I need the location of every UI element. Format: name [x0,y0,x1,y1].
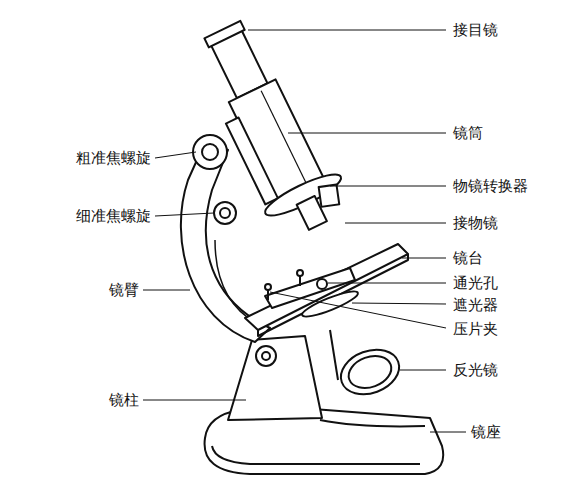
part-label: 镜柱 [108,391,140,409]
part-label: 反光镜 [452,361,499,379]
leader-line [270,292,446,328]
stage-plate [245,244,408,330]
part-label: 遮光器 [452,296,499,314]
pillar [228,336,322,420]
fine-knob-core [220,208,230,218]
part-label: 压片夹 [452,320,499,338]
leader-line [155,152,196,158]
rack [226,117,278,204]
coarse-knob-core [202,144,218,160]
part-label: 细准焦螺旋 [75,207,152,225]
coarse-knob [193,135,227,169]
part-label: 接物镜 [452,214,499,232]
leader-line [143,290,190,291]
objective [319,185,340,207]
mirror-glass [344,350,396,393]
mirror-stem [330,330,338,380]
part-label: 接目镜 [452,21,499,39]
clip-head [265,284,271,290]
leader-line [400,370,446,371]
mirror-frame [335,342,406,402]
eyepiece-cap [204,21,244,48]
stage-clips [268,274,300,300]
leader-line [328,283,446,284]
part-label: 镜筒 [452,124,484,142]
leader-line [402,258,446,259]
part-label: 通光孔 [452,274,499,292]
stage-edge [258,254,408,336]
leader-line [248,30,446,31]
leader-line [330,186,446,187]
part-label: 镜臂 [108,281,140,299]
part-label: 镜座 [470,423,502,441]
leader-line [155,213,214,216]
base-groove [320,420,425,426]
pillar-pivot [256,346,276,366]
leader-line [430,432,466,433]
part-label: 镜台 [452,249,484,267]
leader-line [143,400,246,401]
part-label: 物镜转换器 [452,177,529,195]
base-rim [212,446,420,464]
pillar-pivot-core [262,352,270,360]
part-label: 粗准焦螺旋 [75,149,152,167]
stage-aperture [317,279,327,289]
leader-line [352,303,446,304]
fine-knob [214,202,236,224]
clip-head [297,270,303,276]
tube-shade [261,91,307,184]
leader-line [288,133,446,134]
leader-line [345,223,446,224]
